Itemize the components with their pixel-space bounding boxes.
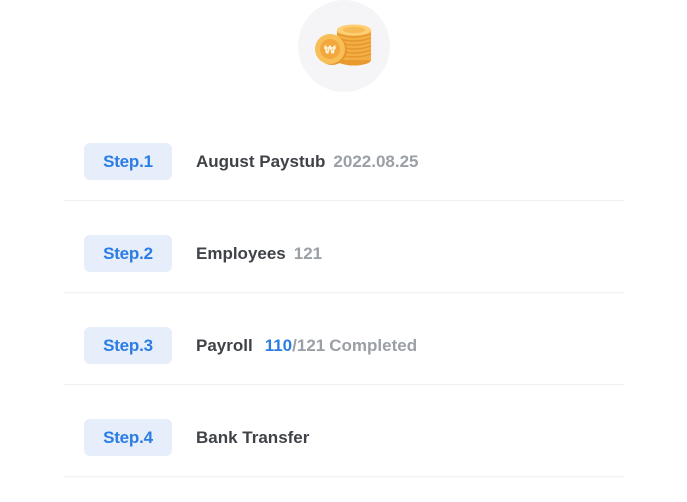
step-badge: Step.4: [84, 419, 172, 456]
svg-text:₩: ₩: [324, 44, 336, 57]
step-content: Employees 121: [196, 235, 322, 272]
step-row-4[interactable]: Step.4 Bank Transfer: [58, 392, 630, 477]
step-title: Bank Transfer: [196, 428, 310, 447]
step-badge: Step.3: [84, 327, 172, 364]
step-content: Bank Transfer: [196, 419, 309, 456]
coins-icon: ₩: [315, 24, 372, 66]
employee-count: 121: [293, 244, 323, 263]
paystub-date: 2022.08.25: [333, 152, 419, 171]
step-badge: Step.2: [84, 235, 172, 272]
step-title: August Paystub: [196, 152, 326, 171]
status-label: Completed: [329, 336, 418, 355]
step-row-2[interactable]: Step.2 Employees 121: [58, 208, 630, 293]
step-content: August Paystub 2022.08.25: [196, 143, 419, 180]
completed-count: 110: [264, 336, 293, 355]
step-row-1[interactable]: Step.1 August Paystub 2022.08.25: [58, 116, 630, 201]
step-title: Employees: [196, 244, 286, 263]
steps-list: Step.1 August Paystub 2022.08.25 Step.2 E…: [58, 116, 630, 484]
total-count: 121: [296, 336, 326, 355]
step-title: Payroll: [196, 336, 253, 355]
step-badge: Step.1: [84, 143, 172, 180]
coin-badge: ₩: [298, 0, 390, 92]
count-separator: /: [292, 336, 297, 355]
